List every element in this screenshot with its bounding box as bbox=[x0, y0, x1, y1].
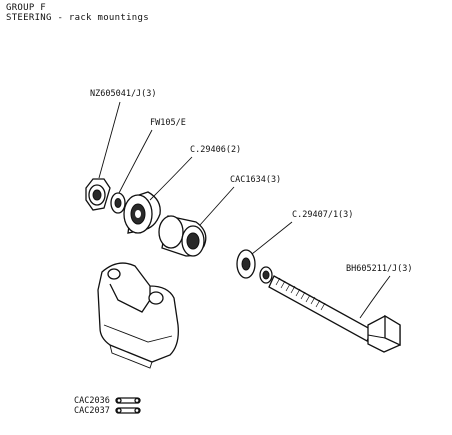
leader-bolt bbox=[359, 275, 391, 319]
label-inner-bush: CAC1634(3) bbox=[230, 175, 281, 185]
leader-large-washer bbox=[251, 221, 293, 255]
leader-small-washer bbox=[118, 129, 153, 194]
group-title: GROUP F bbox=[6, 3, 47, 13]
leader-inner-bush bbox=[199, 186, 235, 226]
label-large-washer: C.29407/1(3) bbox=[292, 210, 353, 220]
clip-cac2036-icon bbox=[115, 397, 141, 404]
small-washer-part bbox=[110, 192, 126, 214]
clip-cac2037-icon bbox=[115, 407, 141, 414]
label-nut: NZ605041/J(3) bbox=[90, 89, 157, 99]
page-subtitle: STEERING - rack mountings bbox=[6, 13, 149, 23]
label-bracket-a: CAC2036 bbox=[74, 396, 110, 406]
large-washer-part bbox=[236, 249, 256, 279]
bolt-washer-part bbox=[259, 266, 273, 284]
leader-outer-bush bbox=[149, 156, 193, 201]
label-outer-bush: C.29406(2) bbox=[190, 145, 241, 155]
bolt-part bbox=[268, 275, 401, 353]
leader-nut bbox=[98, 101, 121, 179]
inner-bush-part bbox=[158, 215, 207, 257]
label-small-washer: FW105/E bbox=[150, 118, 186, 128]
outer-bush-part bbox=[123, 191, 161, 234]
mounting-bracket-part bbox=[97, 262, 179, 369]
nut-part bbox=[85, 178, 111, 211]
label-bracket-b: CAC2037 bbox=[74, 406, 110, 416]
label-bolt: BH605211/J(3) bbox=[346, 264, 413, 274]
